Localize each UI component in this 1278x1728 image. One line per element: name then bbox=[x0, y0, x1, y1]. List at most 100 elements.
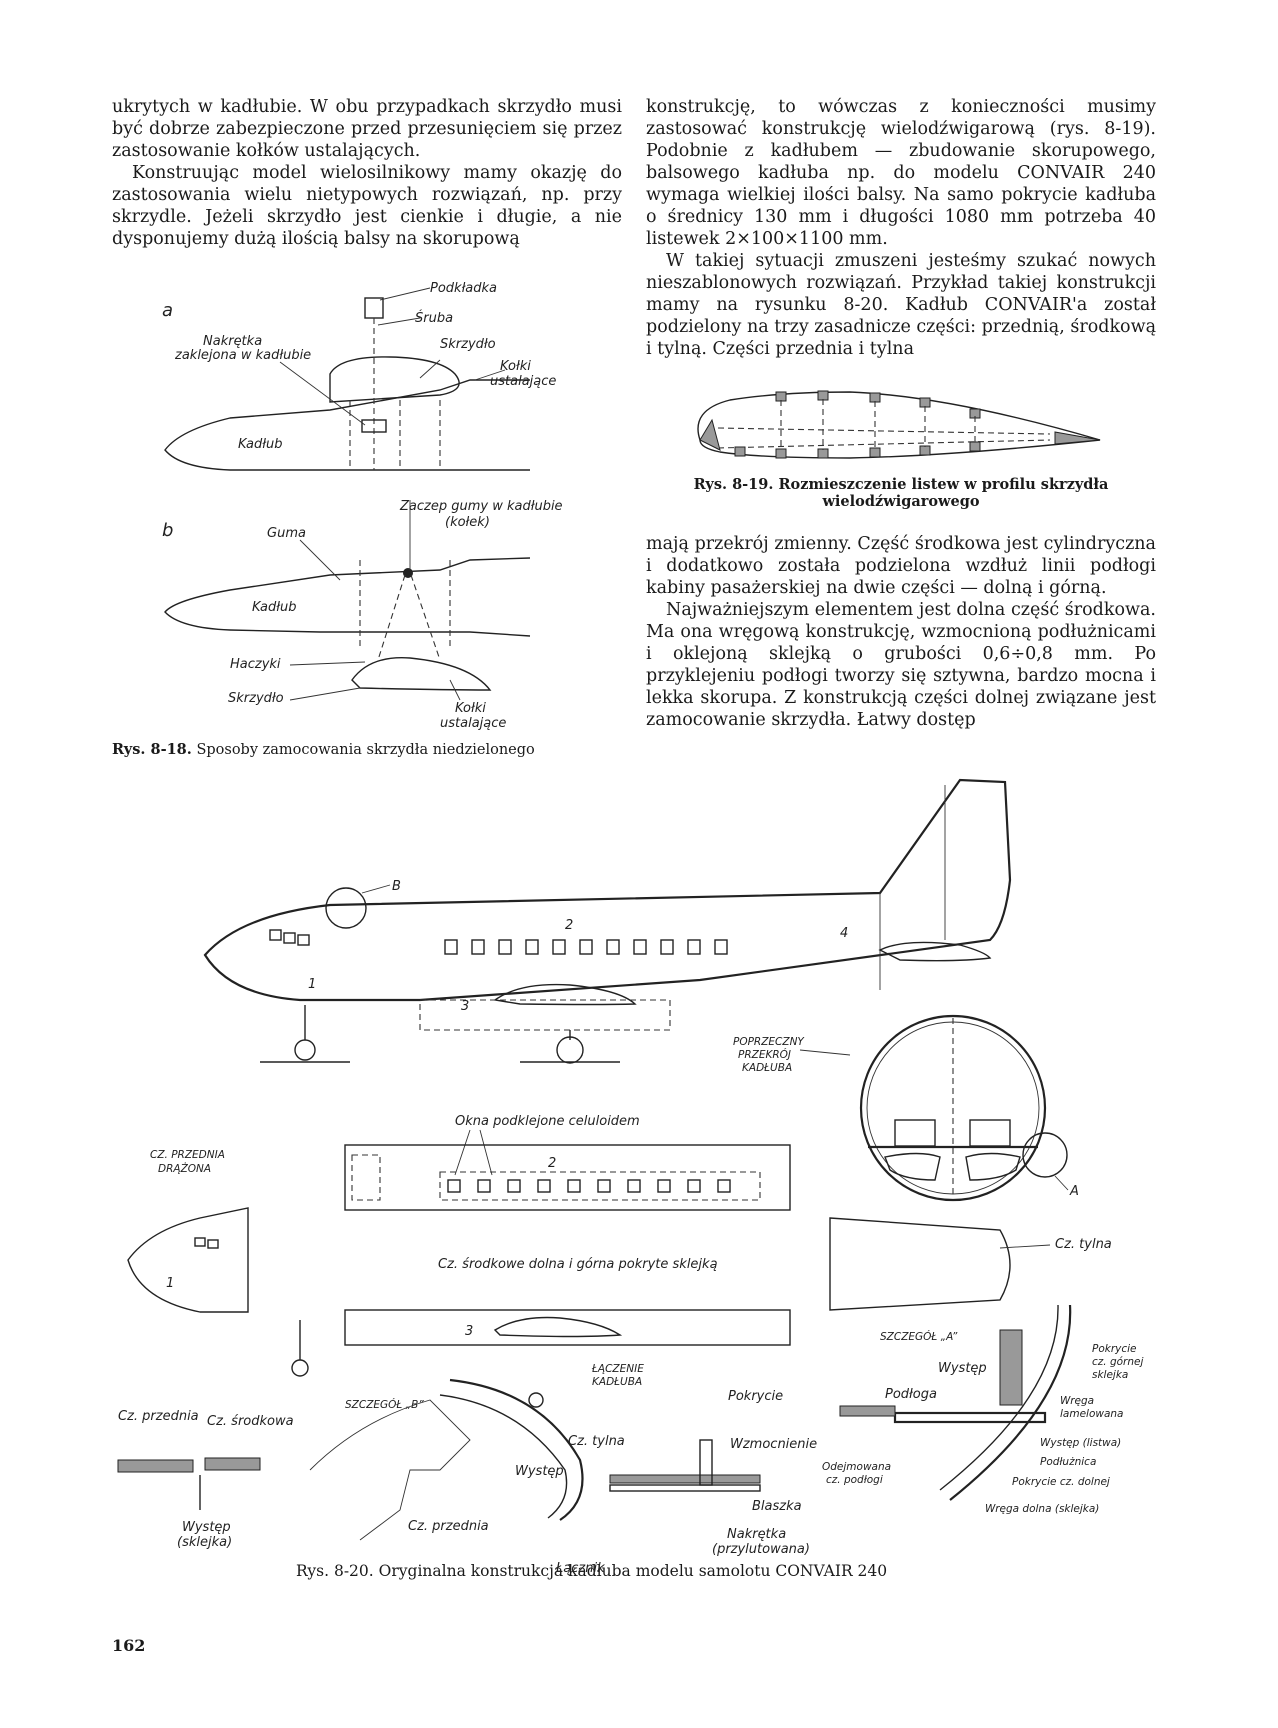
lower-compartment bbox=[884, 1152, 941, 1181]
figure-8-20-side-view: B 3 1 2 4 bbox=[203, 778, 1012, 1064]
cockpit-window bbox=[283, 932, 296, 944]
left-column-text: ukrytych w kadłubie. W obu przypadkach s… bbox=[112, 96, 622, 250]
label-laczenie-2: KADŁUBA bbox=[592, 1376, 642, 1388]
label-kadlub: Kadłub bbox=[238, 437, 283, 452]
figure-caption-8-18: Rys. 8-18. Sposoby zamocowania skrzydła … bbox=[112, 741, 535, 758]
label-cz-tylna: Cz. tylna bbox=[1055, 1237, 1112, 1252]
center-lower-part-seats: Cz. środkowe dolna i górna pokryte sklej… bbox=[291, 1257, 791, 1377]
label-wystep: Występ bbox=[515, 1464, 564, 1479]
label-podluznica: Podłużnica bbox=[1040, 1456, 1096, 1468]
label-podloga: Podłoga bbox=[885, 1387, 937, 1402]
label-wrega-dolna: Wręga dolna (sklejka) bbox=[985, 1503, 1099, 1515]
wing-profile bbox=[329, 356, 460, 403]
spar-bottom bbox=[869, 447, 881, 458]
spar-top bbox=[817, 390, 829, 401]
figure-letter-a: a bbox=[162, 300, 173, 321]
label-blaszka: Blaszka bbox=[752, 1499, 802, 1514]
label-kadlub: Kadłub bbox=[252, 600, 297, 615]
label-nakretka-2: zaklejona w kadłubie bbox=[174, 348, 311, 363]
spar-bottom bbox=[969, 441, 981, 452]
label-odejmowana-2: cz. podłogi bbox=[826, 1474, 883, 1486]
right-column-text-mid: mają przekrój zmienny. Część środkowa je… bbox=[646, 533, 1156, 731]
label-3: 3 bbox=[465, 1324, 473, 1339]
label-cz-przednia: Cz. przednia bbox=[118, 1409, 199, 1424]
figure-letter-b: b bbox=[162, 520, 173, 541]
label-4: 4 bbox=[840, 926, 848, 941]
label-szczegol-a: SZCZEGÓŁ „A” bbox=[880, 1330, 958, 1343]
spar-top bbox=[775, 391, 787, 402]
nose-wheel bbox=[294, 1039, 316, 1061]
figure-8-18b: b Zaczep gumy w kadłubie (kołek) Guma Ka… bbox=[162, 499, 563, 731]
figure-8-19-wing-profile bbox=[697, 390, 1101, 459]
label-haczyki: Haczyki bbox=[230, 657, 281, 672]
wing-root-profile bbox=[493, 983, 637, 1006]
label-cz-przednia: Cz. przednia bbox=[408, 1519, 489, 1534]
label-szczegol-b: SZCZEGÓŁ „B” bbox=[345, 1398, 424, 1411]
label-1: 1 bbox=[166, 1276, 174, 1291]
seat bbox=[894, 1119, 936, 1147]
label-pokrycie-gornej-3: sklejka bbox=[1092, 1369, 1128, 1381]
cockpit-window bbox=[297, 934, 310, 946]
detail-b: SZCZEGÓŁ „B” ŁĄCZENIE KADŁUBA Cz. tylna … bbox=[309, 1363, 644, 1576]
nose-part-hollowed: CZ. PRZEDNIA DRĄŻONA 1 bbox=[127, 1149, 249, 1313]
label-nakretka: Nakrętka bbox=[203, 334, 262, 349]
label-skrzydlo: Skrzydło bbox=[228, 691, 284, 706]
cabin-windows bbox=[447, 1179, 731, 1193]
label-cz-przednia-2: DRĄŻONA bbox=[158, 1162, 211, 1175]
leading-edge-block bbox=[699, 418, 721, 451]
label-b: B bbox=[392, 879, 401, 894]
label-cz-tylna: Cz. tylna bbox=[568, 1434, 625, 1449]
label-2: 2 bbox=[565, 918, 573, 933]
spar-bottom bbox=[734, 446, 746, 457]
right-column-text-top: konstrukcję, to wówczas z konieczności m… bbox=[646, 96, 1156, 360]
fuselage-outline bbox=[164, 557, 531, 637]
label-cz-przednia: CZ. PRZEDNIA bbox=[150, 1149, 225, 1161]
wing-profile bbox=[351, 656, 492, 691]
lower-compartment bbox=[965, 1152, 1021, 1181]
label-lacznik: Łącznik bbox=[555, 1561, 605, 1576]
paragraph: Konstruując model wielosilnikowy mamy ok… bbox=[112, 163, 622, 249]
tailplane bbox=[878, 941, 992, 962]
label-a: A bbox=[1069, 1184, 1079, 1199]
label-wystep: Występ bbox=[182, 1520, 231, 1535]
tail-part: Cz. tylna bbox=[829, 1217, 1112, 1311]
label-zaczep: Zaczep gumy w kadłubie bbox=[399, 499, 563, 514]
spar-bottom bbox=[817, 448, 829, 459]
label-okna: Okna podklejone celuloidem bbox=[455, 1114, 640, 1129]
fuselage-ring bbox=[859, 1014, 1047, 1202]
embedded-nut bbox=[361, 419, 387, 433]
paragraph: mają przekrój zmienny. Część środkowa je… bbox=[646, 534, 1156, 598]
seat bbox=[969, 1119, 1011, 1147]
figure-caption-8-20: Rys. 8-20. Oryginalna konstrukcja kadłub… bbox=[296, 1562, 888, 1580]
label-wrega: Wręga bbox=[1060, 1395, 1094, 1407]
wing-profile-outline bbox=[697, 391, 1101, 459]
label-laczenie: ŁĄCZENIE bbox=[591, 1363, 644, 1375]
label-przekroj: POPRZECZNY bbox=[733, 1036, 805, 1048]
screw-joint-detail: Pokrycie Wzmocnienie Blaszka Nakrętka (p… bbox=[609, 1389, 817, 1557]
label-cz-srodkowe: Cz. środkowe dolna i górna pokryte sklej… bbox=[438, 1257, 718, 1272]
detail-b-circle bbox=[325, 887, 367, 929]
label-podkladka: Podkładka bbox=[430, 281, 497, 296]
detail-a: SZCZEGÓŁ „A” Występ Podłoga Pokrycie cz.… bbox=[822, 1304, 1143, 1515]
spar-bottom bbox=[919, 445, 931, 456]
rubber-anchor-peg bbox=[403, 568, 413, 578]
figure-caption-8-19: Rys. 8-19. Rozmieszczenie listew w profi… bbox=[693, 476, 1109, 510]
paragraph: ukrytych w kadłubie. W obu przypadkach s… bbox=[112, 97, 622, 161]
label-odejmowana: Odejmowana bbox=[822, 1461, 891, 1473]
spar-top bbox=[869, 392, 881, 403]
label-wrega-2: lamelowana bbox=[1060, 1408, 1124, 1420]
center-lower-part bbox=[419, 999, 671, 1031]
nose-wheel bbox=[291, 1359, 309, 1377]
fuselage-cross-section: POPRZECZNY PRZEKRÓJ KADŁUBA A bbox=[733, 1014, 1079, 1202]
paragraph: W takiej sytuacji zmuszeni jesteśmy szuk… bbox=[646, 251, 1157, 359]
label-kolki-2: ustalające bbox=[440, 716, 506, 731]
label-przekroj-2: PRZEKRÓJ bbox=[738, 1048, 791, 1061]
main-wheel bbox=[556, 1036, 584, 1064]
label-zaczep-2: (kołek) bbox=[445, 515, 490, 530]
cabin-windows bbox=[444, 939, 728, 955]
label-cz-srodkowa: Cz. środkowa bbox=[207, 1414, 294, 1429]
label-pokrycie-gornej-2: cz. górnej bbox=[1092, 1356, 1143, 1368]
label-2: 2 bbox=[548, 1156, 556, 1171]
label-kolki: Kołki bbox=[500, 359, 531, 374]
